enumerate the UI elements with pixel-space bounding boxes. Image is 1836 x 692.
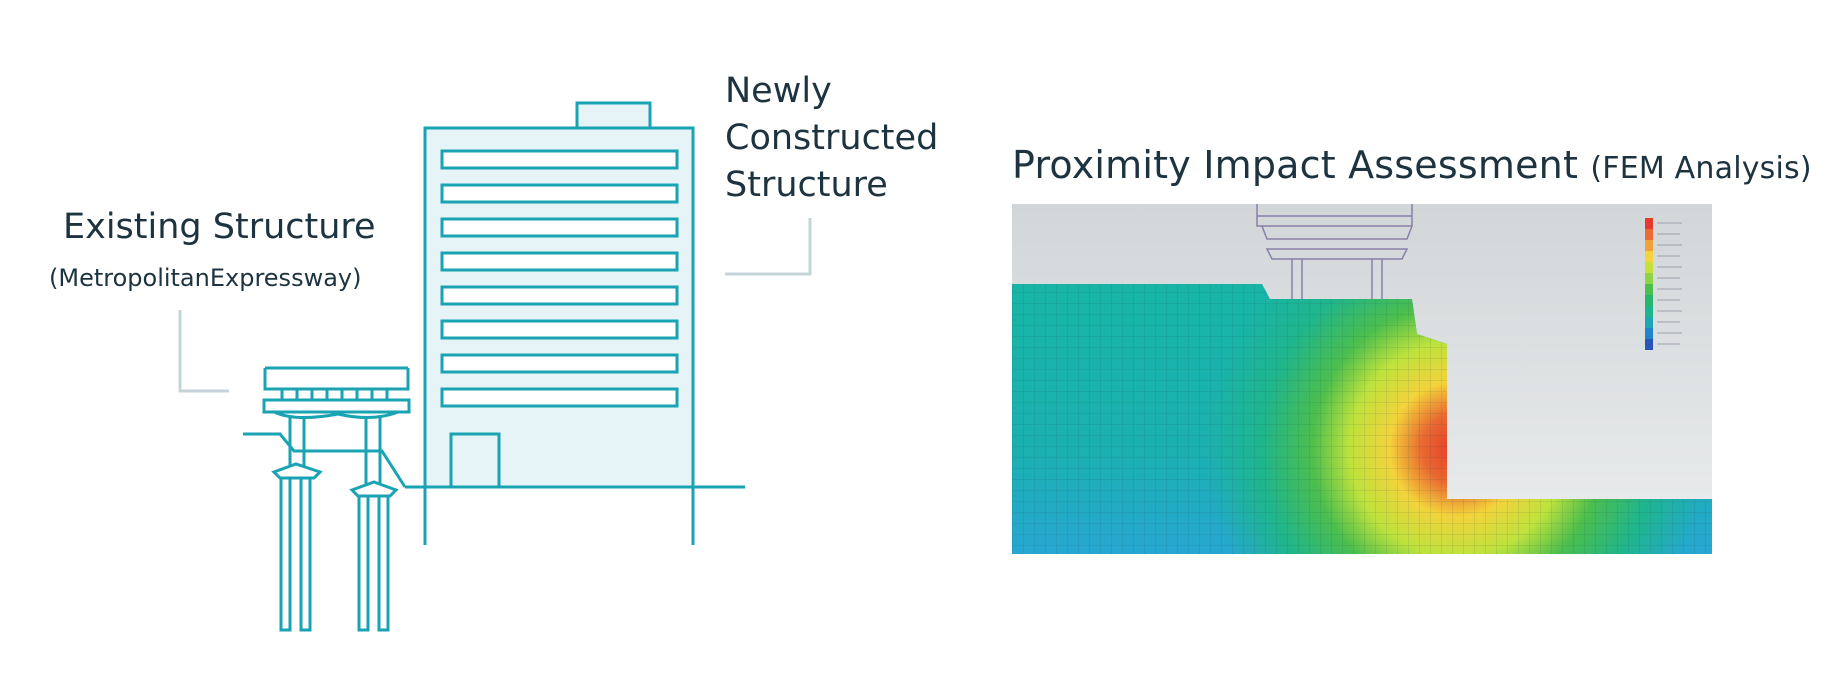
pile [377, 494, 390, 632]
existing-structure-subtitle: (MetropolitanExpressway) [49, 264, 362, 292]
pile [299, 476, 312, 632]
existing-leader-line [178, 310, 229, 393]
structure-illustration [178, 101, 812, 632]
assessment-subtitle: (FEM Analysis) [1590, 151, 1812, 186]
new-building [405, 101, 745, 545]
building-door [449, 432, 501, 489]
building-windows [440, 149, 679, 408]
new-structure-line-1: Newly [725, 71, 832, 111]
new-structure-label: Newly Constructed Structure [725, 68, 938, 209]
deck-posts [280, 389, 389, 400]
assessment-title-text: Proximity Impact Assessment [1012, 143, 1579, 187]
new-structure-line-3: Structure [725, 165, 888, 205]
fem-analysis-image [1012, 204, 1712, 554]
rooftop-unit [575, 101, 652, 130]
new-leader-line [725, 218, 812, 276]
existing-structure-title: Existing Structure [63, 207, 376, 247]
new-structure-line-2: Constructed [725, 118, 939, 158]
pile [279, 476, 292, 632]
expressway [243, 366, 411, 632]
fem-legend [1645, 218, 1682, 350]
assessment-title: Proximity Impact Assessment (FEM Analysi… [1012, 143, 1812, 187]
bridge-elevated-structure [1256, 204, 1413, 299]
pile [357, 494, 370, 632]
